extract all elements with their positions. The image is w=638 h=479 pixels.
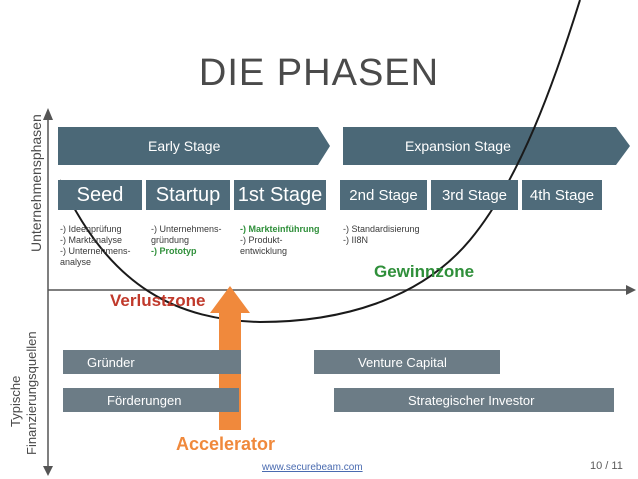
y-label-company-phases: Unternehmensphasen [28,114,44,252]
note-item-highlight: -) Prototyp [151,246,197,256]
notes-startup: -) Unternehmens- gründung -) Prototyp [151,224,222,257]
note-item: -) Produkt- [240,235,283,245]
vertical-axis-arrow-top [43,108,53,120]
accelerator-label: Accelerator [176,434,276,454]
expansion-stage-label: Expansion Stage [405,138,511,154]
source-funding: Förderungen [63,388,239,412]
source-strategic-investor: Strategischer Investor [334,388,614,412]
j-curve [59,0,581,324]
source-founder: Gründer [63,350,241,374]
page-number: 10 / 11 [590,460,623,472]
notes-2nd: -) Standardisierung -) II8N [343,224,420,246]
stage-1st: 1st Stage [234,180,326,210]
horizontal-axis-arrow [626,285,636,295]
vertical-axis-arrow-bottom [43,466,53,476]
early-stage-banner [58,127,330,165]
source-venture-capital: Venture Capital [314,350,500,374]
note-item: entwicklung [240,246,288,256]
loss-zone-label: Verlustzone [110,291,206,310]
stage-4th: 4th Stage [522,180,602,210]
y-label-financing-line1: Typische [8,375,23,427]
note-item: -) Unternehmens- [60,246,131,256]
footer-url-link[interactable]: www.securebeam.com [262,462,363,473]
stage-3rd: 3rd Stage [431,180,518,210]
note-item-highlight: -) Markteinführung [240,224,320,234]
stage-2nd: 2nd Stage [340,180,427,210]
expansion-stage-banner [343,127,630,165]
note-item: -) Unternehmens- [151,224,222,234]
stage-seed: Seed [58,180,142,210]
notes-seed: -) Ideenprüfung -) Marktanalyse -) Unter… [60,224,131,268]
note-item: -) Marktanalyse [60,235,123,245]
gain-zone-label: Gewinnzone [374,262,475,281]
note-item: -) II8N [343,235,369,245]
y-label-financing-line2: Finanzierungsquellen [24,331,39,455]
early-stage-label: Early Stage [148,138,221,154]
note-item: analyse [60,257,92,267]
note-item: gründung [151,235,190,245]
notes-1st: -) Markteinführung -) Produkt- entwicklu… [240,224,320,257]
stage-startup: Startup [146,180,230,210]
note-item: -) Ideenprüfung [60,224,122,234]
note-item: -) Standardisierung [343,224,420,234]
page-title: DIE PHASEN [198,52,440,94]
